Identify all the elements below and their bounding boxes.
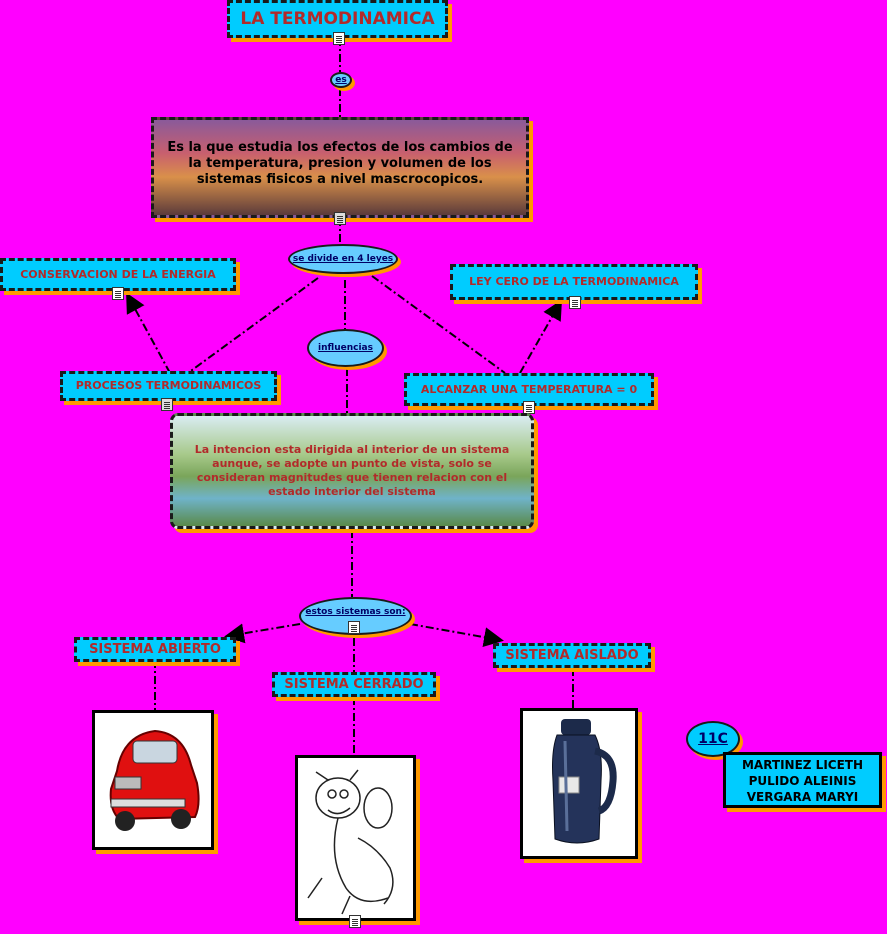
law-ley-cero[interactable]: LEY CERO DE LA TERMODINAMICA	[450, 264, 698, 300]
author-name: PULIDO ALEINIS	[748, 774, 857, 788]
note-icon[interactable]	[349, 915, 361, 928]
car-image[interactable]	[92, 710, 214, 850]
group-badge[interactable]: 11C	[686, 721, 740, 757]
system-abierto[interactable]: SISTEMA ABIERTO	[74, 637, 236, 662]
law-procesos-text: PROCESOS TERMODINAMICOS	[75, 379, 262, 392]
definition-text: Es la que estudia los efectos de los cam…	[167, 140, 513, 187]
note-icon[interactable]	[569, 296, 581, 309]
cartoon-character-icon	[307, 769, 394, 915]
law-procesos[interactable]: PROCESOS TERMODINAMICOS	[60, 371, 277, 401]
cartoon-image[interactable]	[295, 755, 416, 921]
system-aislado-text: SISTEMA AISLADO	[505, 648, 639, 663]
link-influencias[interactable]: influencias	[307, 329, 384, 367]
intention-text: La intencion esta dirigida al interior d…	[194, 443, 510, 498]
note-icon[interactable]	[348, 621, 360, 634]
link-influencias-text: influencias	[318, 343, 373, 353]
film-icon[interactable]	[334, 212, 346, 225]
intention-box[interactable]: La intencion esta dirigida al interior d…	[170, 413, 534, 529]
red-car-icon	[109, 729, 200, 831]
note-icon[interactable]	[333, 32, 345, 45]
film-icon[interactable]	[161, 398, 173, 411]
title-box[interactable]: LA TERMODINAMICA	[227, 0, 448, 38]
definition-box[interactable]: Es la que estudia los efectos de los cam…	[151, 117, 529, 218]
title-text: LA TERMODINAMICA	[240, 9, 435, 29]
link-sistemas-text: estos sistemas son:	[305, 607, 406, 617]
system-aislado[interactable]: SISTEMA AISLADO	[493, 643, 651, 668]
system-cerrado-text: SISTEMA CERRADO	[284, 677, 424, 692]
authors-box: MARTINEZ LICETH PULIDO ALEINIS VERGARA M…	[723, 752, 882, 808]
link-es-text: es	[335, 75, 347, 85]
group-text: 11C	[698, 731, 728, 747]
link-divide-text: se divide en 4 leyes	[292, 254, 394, 264]
author-name: VERGARA MARYI	[746, 790, 859, 804]
law-ley-cero-text: LEY CERO DE LA TERMODINAMICA	[469, 275, 679, 288]
author-name: MARTINEZ LICETH	[741, 758, 864, 772]
thermos-icon	[552, 719, 617, 844]
system-abierto-text: SISTEMA ABIERTO	[89, 642, 221, 657]
system-cerrado[interactable]: SISTEMA CERRADO	[272, 672, 436, 697]
note-icon[interactable]	[112, 287, 124, 300]
law-conservacion-text: CONSERVACION DE LA ENERGIA	[20, 268, 216, 281]
link-es[interactable]: es	[330, 72, 352, 88]
thermos-image[interactable]	[520, 708, 638, 859]
law-alcanzar-text: ALCANZAR UNA TEMPERATURA = 0	[420, 383, 638, 396]
link-divide[interactable]: se divide en 4 leyes	[288, 244, 398, 274]
